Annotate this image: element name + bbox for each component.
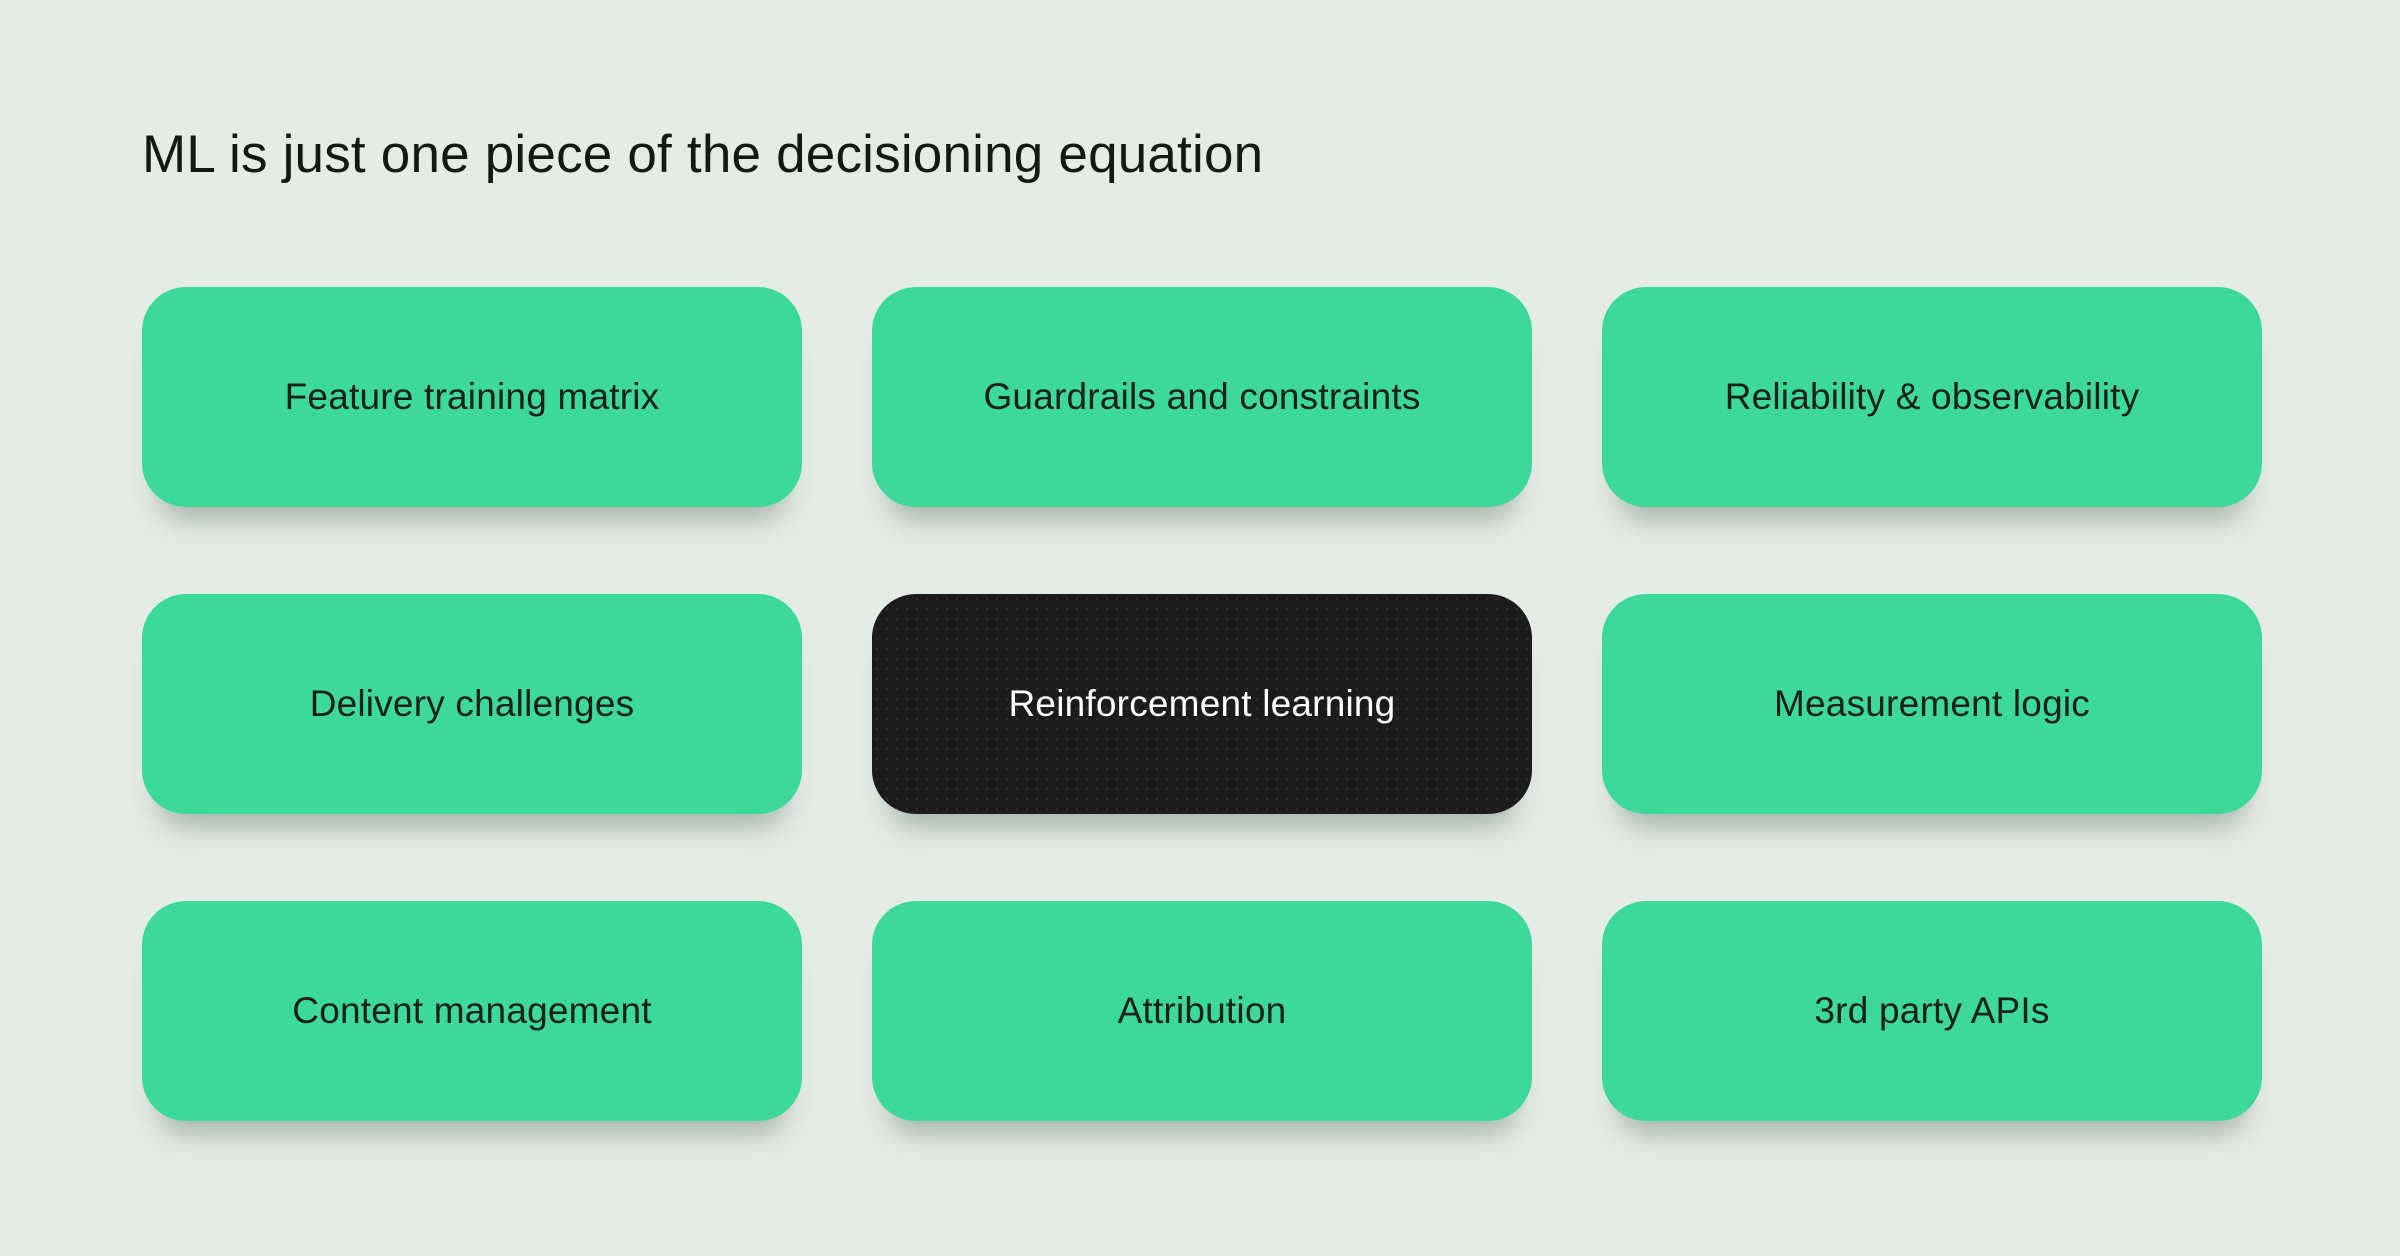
card-label: Delivery challenges: [309, 683, 635, 724]
card-label: Reliability & observability: [1724, 376, 2140, 417]
card-grid: Feature training matrix Guardrails and c…: [142, 287, 2262, 1121]
card-label: Guardrails and constraints: [983, 376, 1421, 417]
slide-title: ML is just one piece of the decisioning …: [142, 125, 1264, 184]
card-content-management: Content management: [142, 901, 802, 1121]
card-measurement-logic: Measurement logic: [1602, 594, 2262, 814]
card-label: Measurement logic: [1774, 683, 2090, 724]
card-delivery-challenges: Delivery challenges: [142, 594, 802, 814]
card-label: Reinforcement learning: [1008, 683, 1396, 724]
card-reinforcement-learning: Reinforcement learning: [872, 594, 1532, 814]
card-label: 3rd party APIs: [1814, 990, 2050, 1031]
card-3rd-party-apis: 3rd party APIs: [1602, 901, 2262, 1121]
card-guardrails-and-constraints: Guardrails and constraints: [872, 287, 1532, 507]
card-reliability-observability: Reliability & observability: [1602, 287, 2262, 507]
card-label: Attribution: [1117, 990, 1287, 1031]
card-feature-training-matrix: Feature training matrix: [142, 287, 802, 507]
card-label: Content management: [292, 990, 652, 1031]
card-attribution: Attribution: [872, 901, 1532, 1121]
card-label: Feature training matrix: [284, 376, 660, 417]
